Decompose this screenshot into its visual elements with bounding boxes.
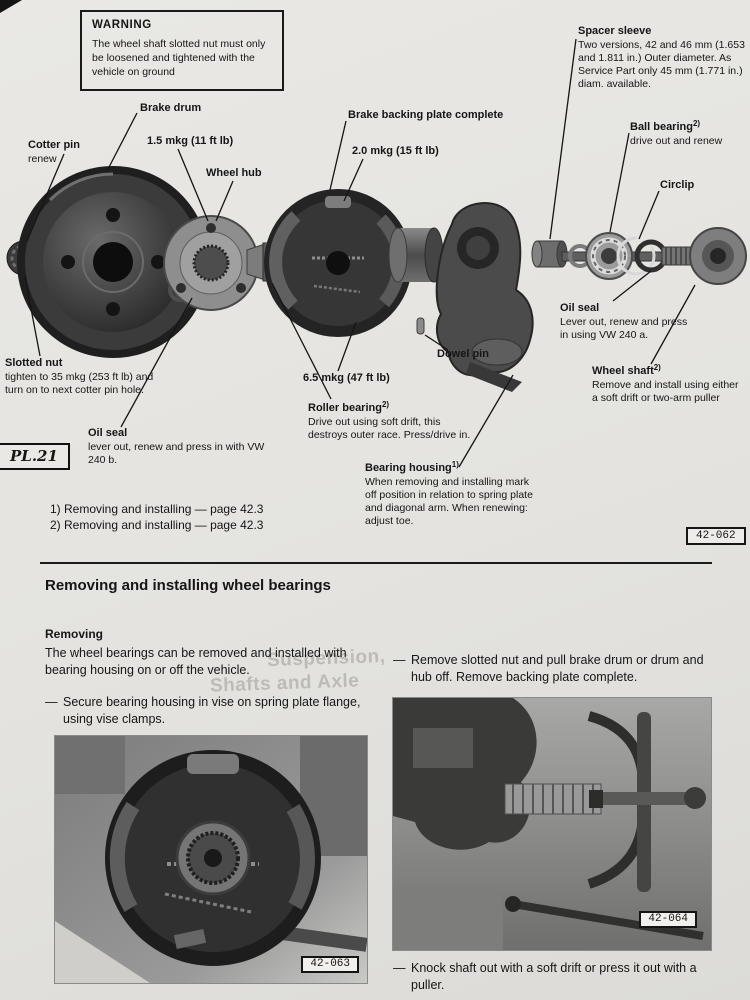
callout-title: Ball bearing2) (630, 119, 748, 134)
bullet-dash: — (393, 961, 406, 975)
warning-title: WARNING (92, 19, 152, 31)
callout-brake-drum: Brake drum (140, 102, 201, 115)
callout-title: 1.5 mkg (11 ft lb) (147, 135, 234, 147)
bullet-dash: — (45, 695, 58, 709)
intro-paragraph: The wheel bearings can be removed and in… (45, 646, 347, 678)
callout-title-text: Wheel shaft (592, 365, 654, 377)
photo-backing-plate-in-vise: 42-063 (55, 736, 367, 983)
leader-lines (24, 38, 696, 468)
callout-title: Brake backing plate complete (348, 109, 504, 121)
photo-label: 42-064 (639, 911, 697, 928)
callout-title: Brake drum (140, 102, 202, 114)
step-text: Secure bearing housing in vise on spring… (63, 695, 361, 727)
callout-note: Remove and install using either a soft d… (592, 379, 739, 405)
bullet-dash: — (393, 653, 406, 667)
photo-puller-on-shaft: 42-064 (393, 698, 711, 950)
step-remove-drum: — Remove slotted nut and pull brake drum… (393, 652, 725, 687)
footnote-marker: 2) (653, 363, 661, 372)
photo-right-artwork (393, 698, 711, 950)
section-divider (40, 562, 712, 564)
callout-note: When removing and installing mark off po… (365, 476, 533, 528)
callout-title: Roller bearing2) (308, 400, 478, 415)
exploded-diagram (6, 38, 747, 468)
footnote-marker: 2) (381, 400, 390, 409)
callout-note: Lever out, renew and press in using VW 2… (560, 316, 688, 342)
callout-title: Oil seal (88, 427, 128, 439)
callout-slotted-nut: Slotted nut tighten to 35 mkg (253 ft lb… (5, 357, 155, 397)
callout-note: lever out, renew and press in with VW 24… (88, 441, 265, 467)
callout-torque-backing-plate: 2.0 mkg (15 ft lb) (352, 145, 439, 158)
wheel-hub-part (163, 215, 259, 311)
callout-title: Cotter pin (28, 139, 80, 151)
callout-oil-seal-shaft: Oil seal Lever out, renew and press in u… (560, 302, 692, 342)
callout-note: Two versions, 42 and 46 mm (1.653 and 1.… (578, 39, 745, 91)
callout-backing-plate: Brake backing plate complete (348, 109, 503, 122)
dowel-pin-part (416, 317, 425, 335)
bearing-cone-part (246, 243, 266, 281)
wheel-shaft-part (561, 227, 747, 285)
callout-note: tighten to 35 mkg (253 ft lb) and turn o… (5, 371, 154, 397)
page-stamp: PL.21 (0, 443, 70, 470)
circlip-part (616, 236, 656, 276)
step-text: Remove slotted nut and pull brake drum o… (411, 653, 704, 685)
backing-plate-part (264, 189, 412, 337)
callout-title: 2.0 mkg (15 ft lb) (352, 145, 439, 157)
callout-circlip: Circlip (660, 179, 694, 192)
callout-note: drive out and renew (630, 135, 723, 148)
warning-body: The wheel shaft slotted nut must only be… (92, 38, 266, 78)
callout-title: Spacer sleeve (578, 25, 652, 37)
callout-spacer-sleeve: Spacer sleeve Two versions, 42 and 46 mm… (578, 25, 746, 91)
step-secure-housing: — Secure bearing housing in vise on spri… (45, 694, 383, 729)
callout-title: Oil seal (560, 302, 600, 314)
callout-note: renew (28, 153, 57, 166)
callout-ball-bearing: Ball bearing2) drive out and renew (630, 119, 748, 148)
callout-bearing-housing: Bearing housing1) When removing and inst… (365, 460, 543, 528)
callout-title: Dowel pin (437, 348, 489, 360)
callout-title: Slotted nut (5, 357, 63, 369)
callout-roller-bearing: Roller bearing2) Drive out using soft dr… (308, 400, 478, 442)
callout-dowel-pin: Dowel pin (437, 348, 489, 361)
section-heading: Removing and installing wheel bearings (45, 577, 331, 594)
callout-title: Wheel shaft2) (592, 363, 744, 378)
figure-number: 42-062 (686, 527, 746, 545)
footnote-1: 1) Removing and installing — page 42.3 (50, 502, 264, 516)
callout-note: Drive out using soft drift, this destroy… (308, 416, 471, 442)
bearing-housing-part (435, 202, 534, 392)
callout-title: Bearing housing1) (365, 460, 543, 475)
callout-wheel-shaft: Wheel shaft2) Remove and install using e… (592, 363, 744, 405)
brake-drum-part (17, 166, 209, 358)
callout-oil-seal-drum: Oil seal lever out, renew and press in w… (88, 427, 266, 467)
footnote-2: 2) Removing and installing — page 42.3 (50, 518, 264, 532)
callout-title-text: Bearing housing (365, 462, 452, 474)
sub-heading: Removing (45, 627, 104, 641)
callout-title-text: Ball bearing (630, 121, 693, 133)
callout-title: Wheel hub (206, 167, 262, 179)
footnote-marker: 2) (692, 119, 701, 128)
photo-left-artwork (55, 736, 367, 983)
step-text: Knock shaft out with a soft drift or pre… (411, 961, 697, 993)
warning-box: WARNING The wheel shaft slotted nut must… (80, 10, 284, 91)
callout-title: Circlip (660, 179, 695, 191)
callout-wheel-hub: Wheel hub (206, 167, 262, 180)
scan-corner-mark (0, 0, 22, 13)
callout-torque-shaft-nut: 6.5 mkg (47 ft lb) (303, 372, 390, 385)
callout-title: 6.5 mkg (47 ft lb) (303, 372, 390, 384)
callout-torque-hub-nut: 1.5 mkg (11 ft lb) (147, 135, 233, 148)
hub-carrier-part (388, 227, 444, 283)
footnote-marker: 1) (451, 460, 459, 469)
spacer-sleeve-part (531, 240, 568, 268)
photo-label: 42-063 (301, 956, 359, 973)
callout-title-text: Roller bearing (308, 402, 382, 414)
callout-cotter-pin: Cotter pin renew (28, 139, 98, 166)
step-knock-shaft: — Knock shaft out with a soft drift or p… (393, 960, 725, 995)
